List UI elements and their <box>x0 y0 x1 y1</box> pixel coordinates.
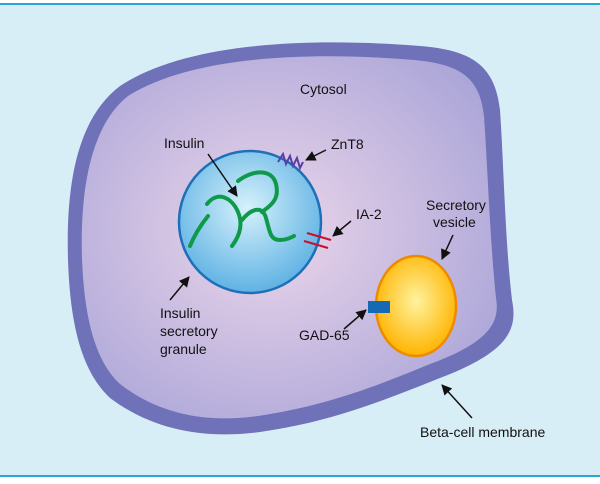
granule-arrow <box>169 276 190 301</box>
znt8-arrow <box>305 149 327 161</box>
label-gad65: GAD-65 <box>299 327 350 343</box>
label-cytosol: Cytosol <box>300 81 347 97</box>
gad65-arrow <box>343 309 367 330</box>
label-secretory-vesicle-line-1: Secretory <box>426 197 486 213</box>
label-insulin-granule-line-2: secretory <box>160 323 218 339</box>
label-insulin-granule: Insulin secretory granule <box>160 305 221 357</box>
znt8-marker <box>277 151 304 171</box>
label-insulin-granule-line-1: Insulin <box>160 305 200 321</box>
label-znt8: ZnT8 <box>331 136 364 152</box>
label-secretory-vesicle: Secretory vesicle <box>426 197 490 230</box>
label-secretory-vesicle-line-2: vesicle <box>433 214 476 230</box>
insulin-strand-1 <box>236 170 279 214</box>
label-insulin: Insulin <box>164 135 204 151</box>
ia2-marker <box>303 231 332 250</box>
ia2-line-1 <box>306 231 332 242</box>
insulin-strand-4 <box>240 207 296 243</box>
insulin-strand-3 <box>188 214 210 248</box>
gad65-marker <box>368 301 390 313</box>
insulin-secretory-granule <box>177 149 323 295</box>
label-insulin-granule-line-3: granule <box>160 341 207 357</box>
insulin-arrow <box>207 153 238 197</box>
secretory-vesicle-arrow <box>441 234 454 260</box>
label-ia2: IA-2 <box>356 206 382 222</box>
insulin-strands <box>188 170 296 248</box>
ia2-line-2 <box>303 239 329 250</box>
ia2-arrow <box>332 220 352 237</box>
insulin-strand-2 <box>205 194 243 248</box>
label-beta-cell-membrane: Beta-cell membrane <box>420 424 545 440</box>
membrane-arrow <box>441 384 473 419</box>
